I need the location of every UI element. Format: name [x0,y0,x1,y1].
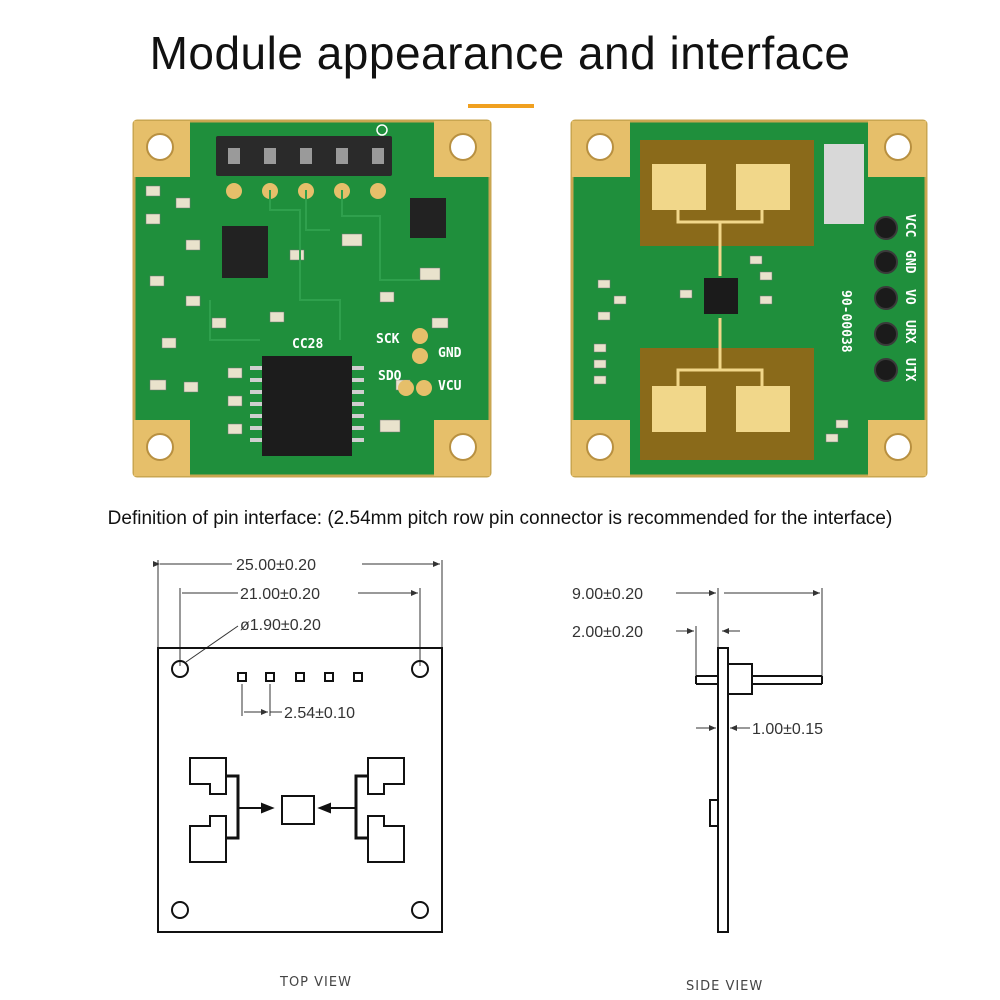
dim-pitch: 2.54±0.10 [284,705,355,722]
top-view-antennas [189,757,405,863]
top-view-hole-bl [171,901,189,919]
silk-pin-labels: VCC GND VO URX UTX [902,214,917,382]
top-view-pins [237,672,363,682]
pin1-marker [376,124,388,136]
silk-pin-gnd: GND [902,250,917,274]
back-mount-hole-tl [586,133,614,161]
dim-hole-diameter: ø1.90±0.20 [240,617,321,634]
dim-hole-spacing: 21.00±0.20 [240,586,320,603]
pin-caption: Definition of pin interface: (2.54mm pit… [107,508,893,529]
silk-sdo: SDO [378,369,402,384]
front-board: SCK GND SDO VCU CC28 [132,119,492,478]
top-view-hole-tr [411,660,429,678]
front-mount-hole-tl [146,133,174,161]
header-pin-row [264,148,384,164]
back-label-plate [824,144,864,224]
dim-header: 2.00±0.20 [572,624,643,641]
silk-gnd: GND [438,346,462,361]
top-view-drawing: 25.00±0.20 21.00±0.20 ø1.90±0.20 2.54±0.… [153,557,443,990]
silk-chip: CC28 [292,337,323,352]
front-test-pads [398,328,432,396]
back-passives [593,255,849,443]
front-mount-hole-bl [146,433,174,461]
back-mount-hole-br [884,433,912,461]
silk-pin-vcc: VCC [902,214,917,237]
front-ic-regulator [410,198,446,238]
back-mount-hole-bl [586,433,614,461]
front-ic-upper [222,226,268,278]
top-view-hole-tl [171,660,189,678]
silk-pin-utx: UTX [902,358,917,382]
side-view-label: SIDE VIEW [686,979,763,994]
front-traces [209,190,420,341]
side-view-drawing: 9.00±0.20 2.00±0.20 1.00±0.15 SIDE VIEW [572,586,823,994]
back-board: 90-00038 VCC GND VO URX UTX [570,119,928,478]
front-ic-main [262,356,352,456]
silk-sck: SCK [376,332,400,347]
silk-vcu: VCU [438,379,462,394]
side-view-header [727,663,753,695]
side-view-board [717,647,729,933]
back-mount-hole-tr [884,133,912,161]
side-view-component [709,799,719,827]
antenna-feeds [676,210,764,386]
header-pins [228,148,240,164]
top-view-outline [157,647,443,933]
dim-width: 25.00±0.20 [236,557,316,574]
front-mount-hole-br [449,433,477,461]
front-mount-hole-tr [449,133,477,161]
front-ic-main-legs [250,366,364,442]
silk-part-number: 90-00038 [838,290,853,353]
dim-board: 1.00±0.15 [752,721,823,738]
accent-line [468,104,534,108]
top-view-chip [281,795,315,825]
silk-pin-vo: VO [902,289,917,305]
page-title: Module appearance and interface [149,27,851,79]
silk-pin-urx: URX [902,320,917,344]
top-view-hole-br [411,901,429,919]
top-view-label: TOP VIEW [279,975,352,990]
back-radar-ic [704,278,738,314]
dim-pin-length: 9.00±0.20 [572,586,643,603]
back-pin-holes [874,216,898,382]
antenna-patches [652,164,790,432]
